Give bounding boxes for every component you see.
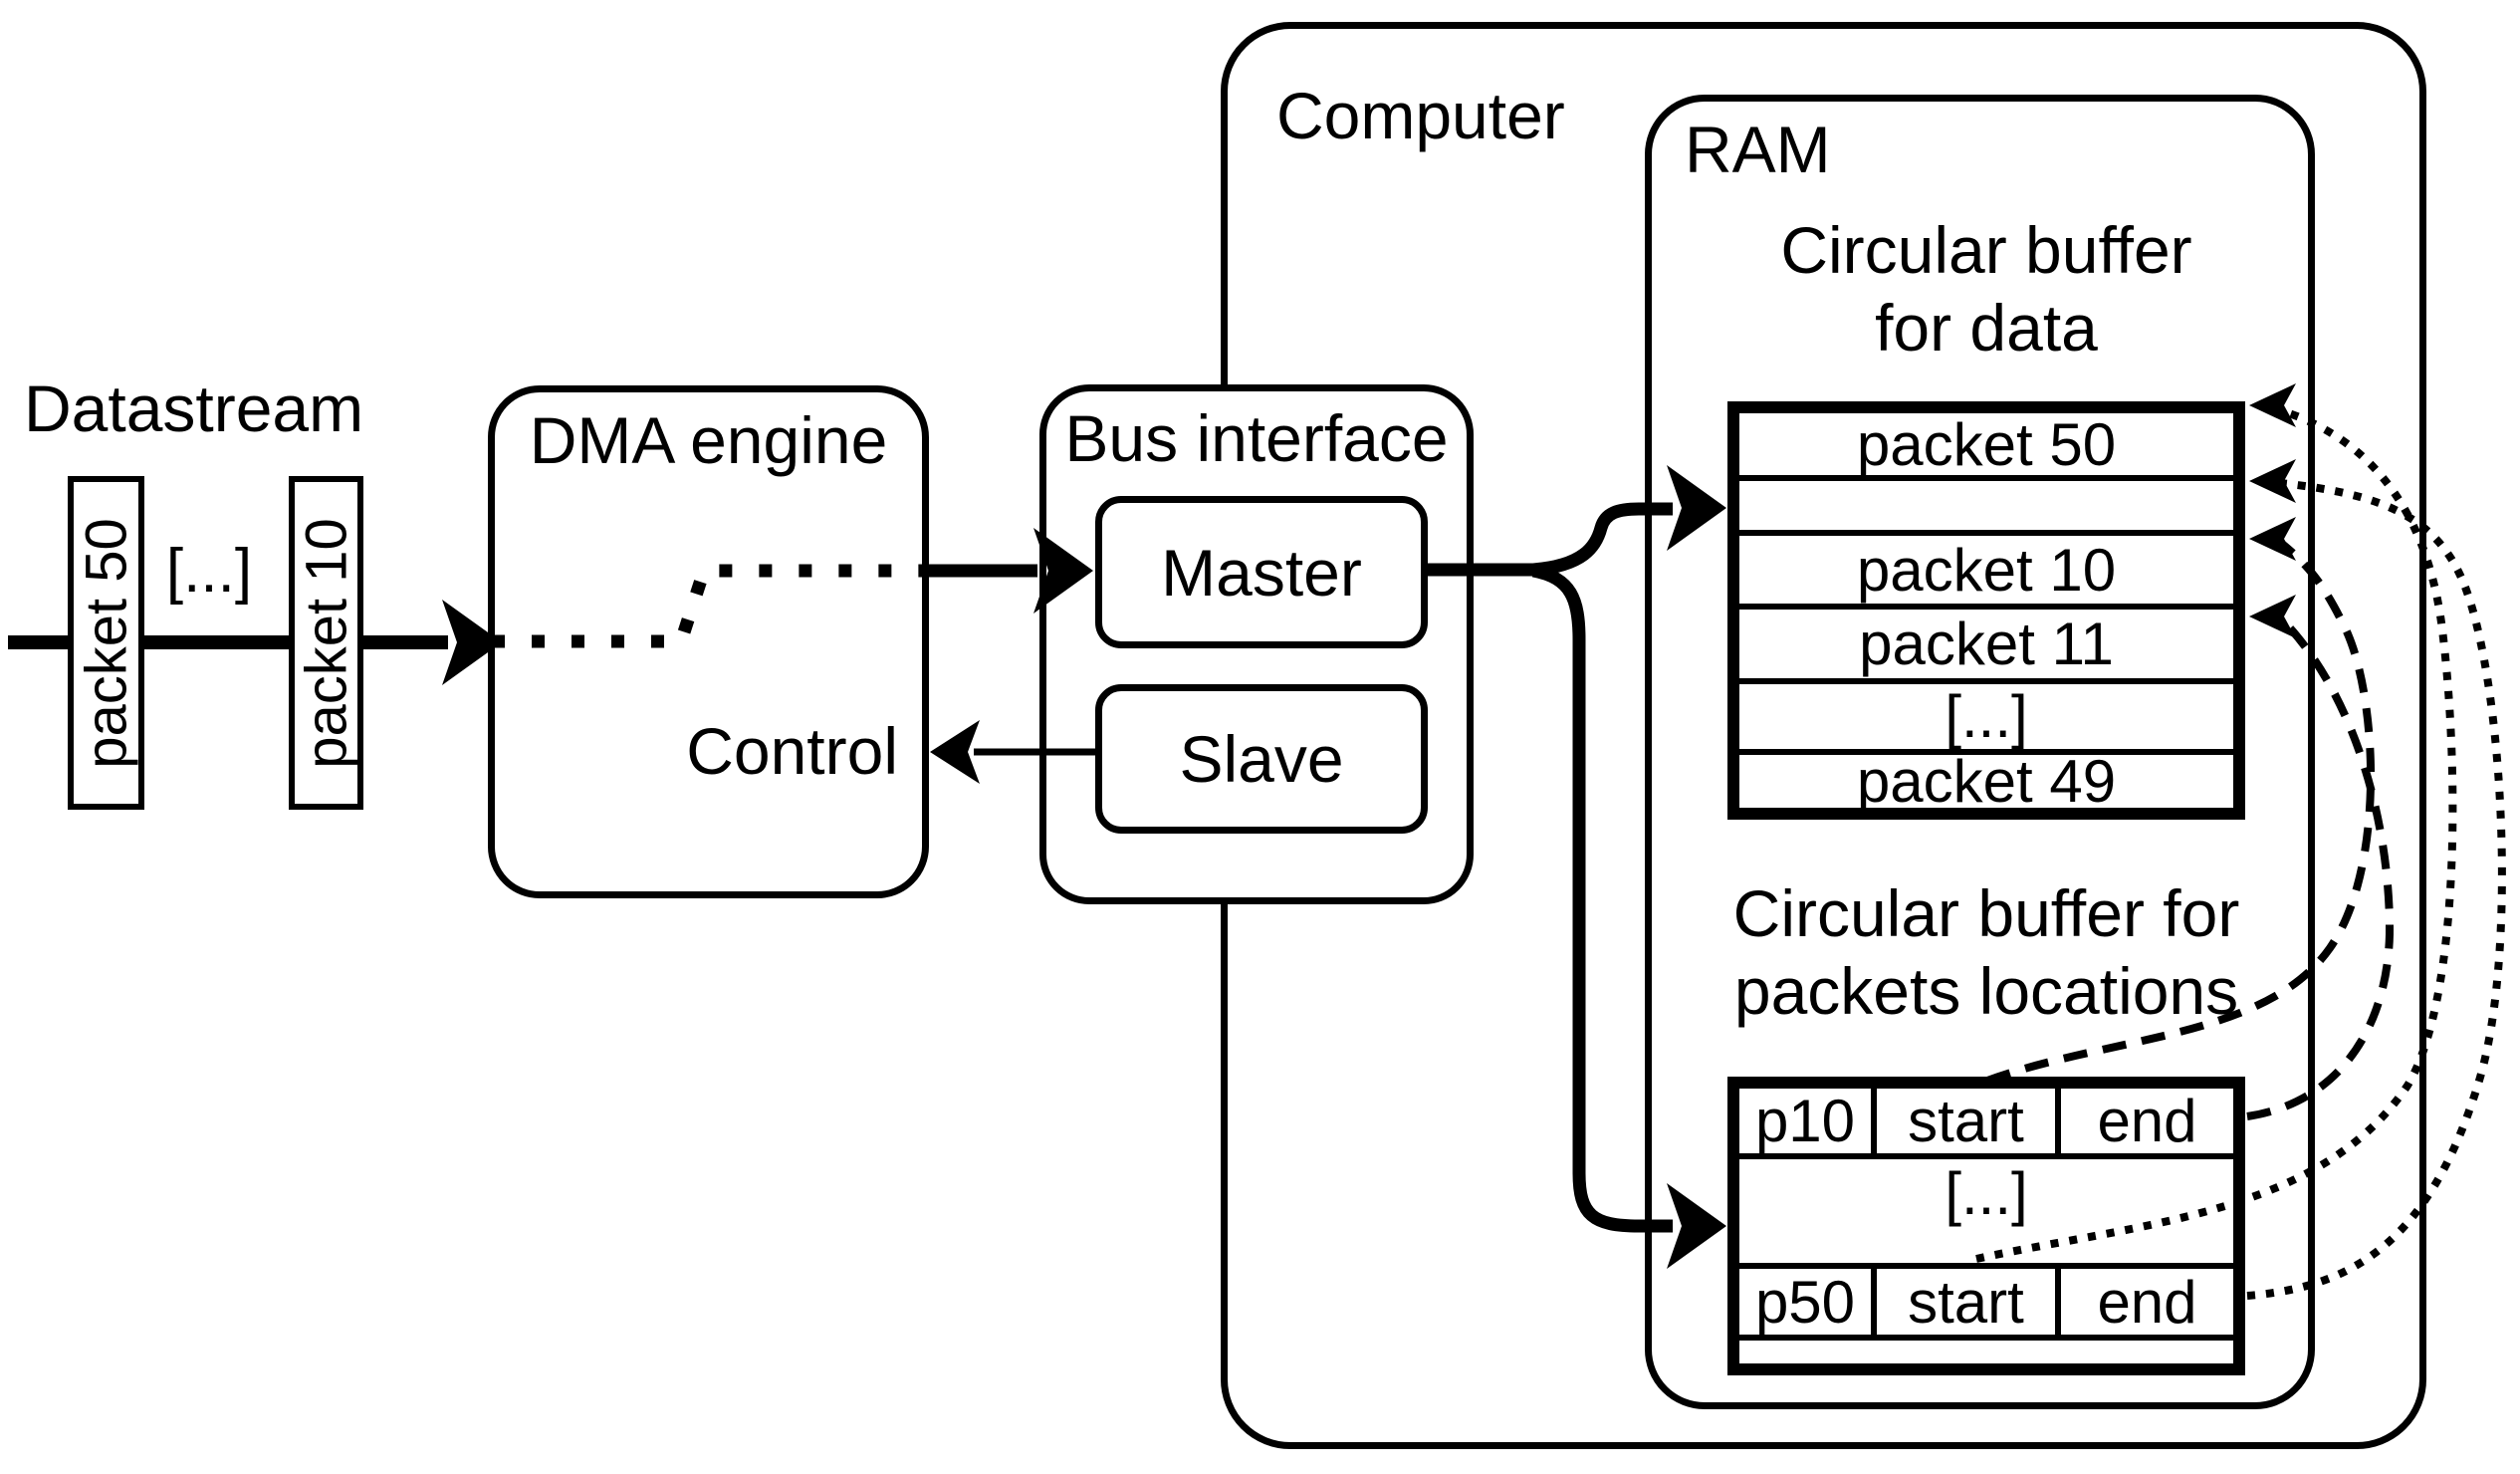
locations-buffer-title-line1: Circular buffer for <box>1732 876 2240 950</box>
packet-50-label: packet 50 <box>74 517 138 769</box>
data-buffer-title-line1: Circular buffer <box>1780 213 2192 287</box>
locations-cell-ellipsis: [...] <box>1945 1160 2028 1227</box>
dma-engine-title: DMA engine <box>529 403 888 477</box>
datastream-ellipsis: [...] <box>165 537 253 606</box>
data-buffer-row-packet49: packet 49 <box>1739 748 2233 815</box>
data-buffer-row-ellipsis: [...] <box>1739 678 2233 750</box>
slave-label: Slave <box>1179 722 1344 796</box>
datastream-label: Datastream <box>24 371 364 445</box>
data-buffer-row-packet11: packet 11 <box>1739 604 2233 678</box>
locations-cell-p50-start: start <box>1877 1269 2061 1336</box>
locations-row-p10: p10 start end <box>1739 1088 2233 1154</box>
locations-row-p50: p50 start end <box>1739 1263 2233 1336</box>
computer-label: Computer <box>1276 79 1565 152</box>
locations-cell-p10-start: start <box>1877 1088 2061 1154</box>
master-label: Master <box>1161 535 1362 610</box>
packet-50-box: packet 50 <box>68 476 144 810</box>
locations-row-spacer <box>1739 1335 2233 1363</box>
locations-cell-p50: p50 <box>1739 1269 1877 1336</box>
locations-cell-p10: p10 <box>1739 1088 1877 1154</box>
packet-10-box: packet 10 <box>289 476 363 810</box>
master-box: Master <box>1095 496 1428 648</box>
data-buffer-table: packet 50 packet 10 packet 11 [...] pack… <box>1727 401 2245 820</box>
slave-box: Slave <box>1095 684 1428 834</box>
locations-cell-p10-end: end <box>2097 1088 2197 1154</box>
locations-cell-p50-end: end <box>2097 1268 2197 1336</box>
data-buffer-title-line2: for data <box>1875 291 2098 365</box>
locations-buffer-title-line2: packets locations <box>1733 954 2239 1028</box>
bus-interface-title: Bus interface <box>1064 401 1449 475</box>
control-label: Control <box>686 714 898 788</box>
data-buffer-title: Circular buffer for data <box>1727 211 2245 367</box>
ram-label: RAM <box>1685 113 1831 186</box>
locations-table: p10 start end [...] p50 start end <box>1727 1077 2245 1375</box>
slave-to-control-arrowhead-icon <box>930 720 980 784</box>
locations-buffer-title: Circular buffer for packets locations <box>1727 874 2245 1030</box>
packet-10-label: packet 10 <box>294 517 358 769</box>
locations-row-ellipsis: [...] <box>1739 1153 2233 1263</box>
data-buffer-row-packet50: packet 50 <box>1856 410 2117 478</box>
data-buffer-row-empty <box>1739 475 2233 530</box>
data-buffer-row-packet10: packet 10 <box>1739 530 2233 604</box>
